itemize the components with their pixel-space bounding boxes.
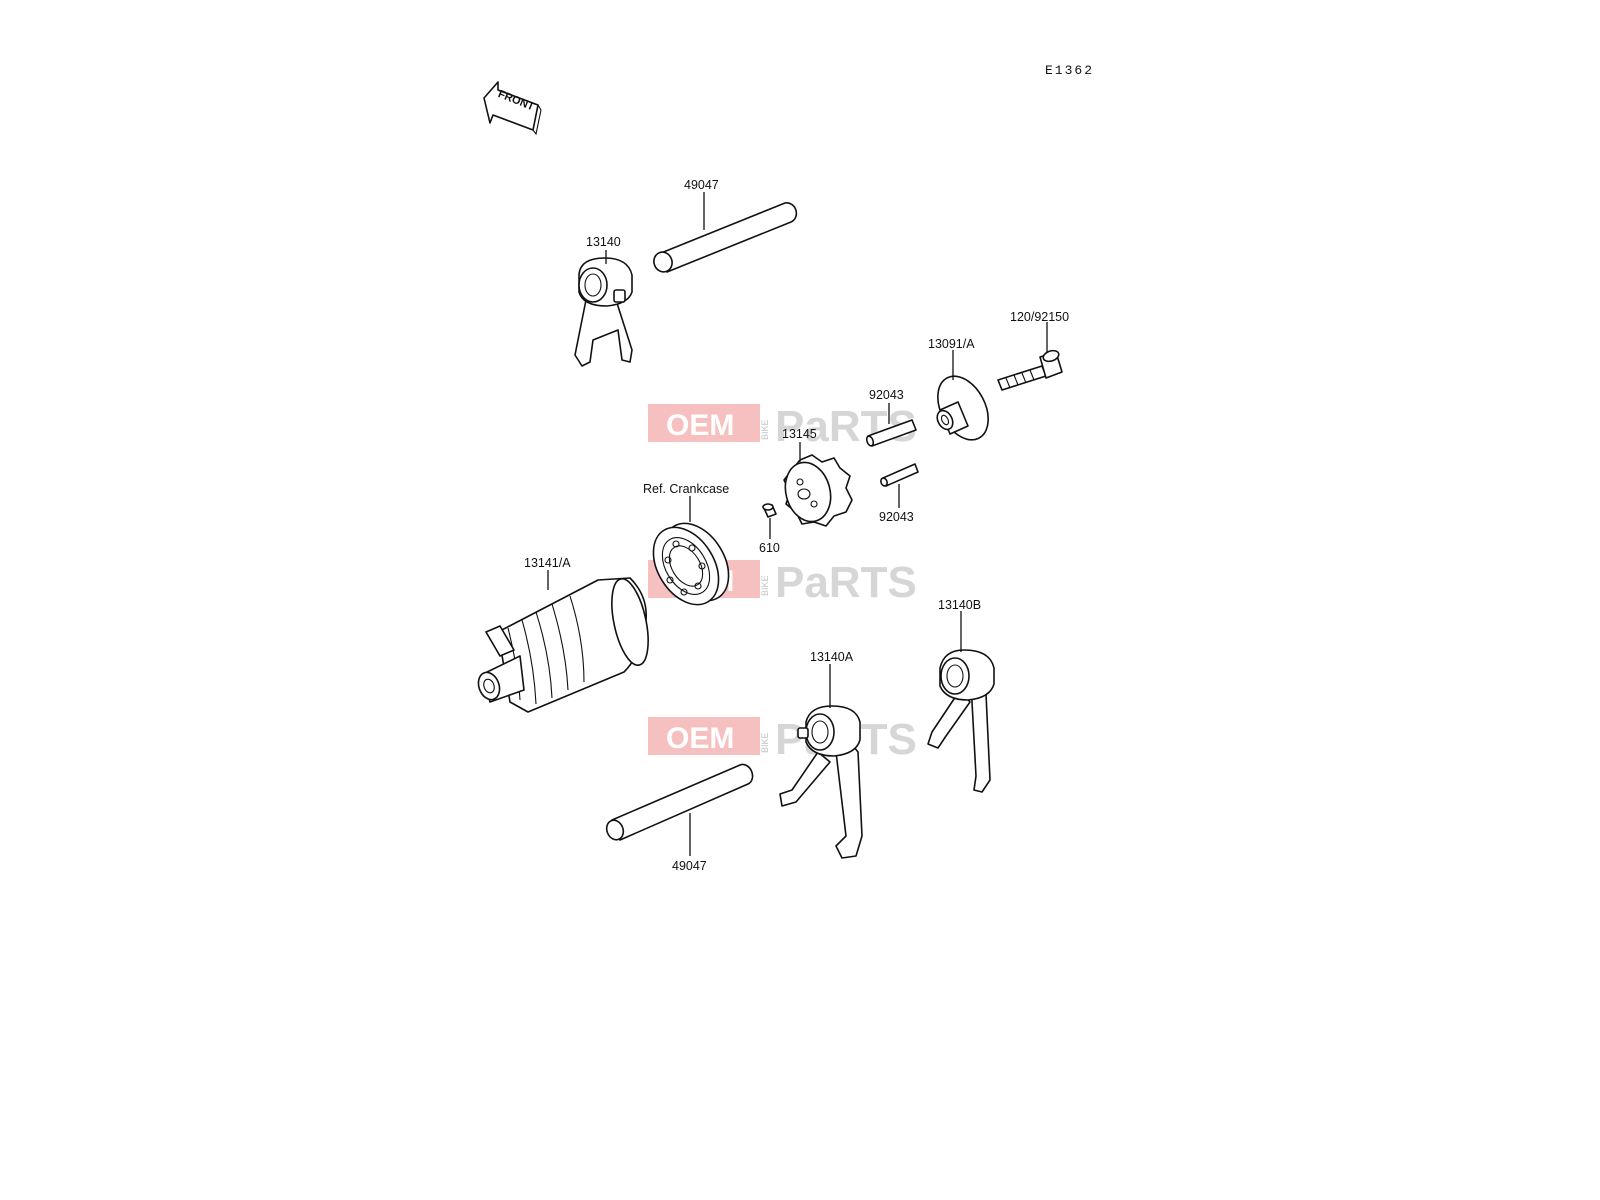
label-pin-lower[interactable]: 92043 (879, 510, 914, 524)
plate-holder: 13091/A (928, 337, 989, 441)
label-bolt[interactable]: 120/92150 (1010, 310, 1069, 324)
shift-fork-a: 13140A (779, 650, 863, 859)
watermark-oem: OEM (666, 409, 734, 442)
label-dowel[interactable]: 610 (759, 541, 780, 555)
pin-upper: 92043 (865, 388, 917, 447)
shift-rod-bottom: 49047 (605, 763, 754, 873)
label-cam[interactable]: 13145 (782, 427, 817, 441)
watermark-3: OEM BIKE PaRTS (648, 715, 917, 764)
shift-drum-cam: 13145 (782, 427, 853, 527)
bearing: Ref. Crankcase (643, 482, 730, 606)
watermark-bike: BIKE (760, 419, 770, 440)
label-fork-b[interactable]: 13140B (938, 598, 981, 612)
shift-rod-top: 49047 (653, 178, 798, 273)
shift-drum: 13141/A (477, 556, 649, 713)
label-shaft-top[interactable]: 49047 (684, 178, 719, 192)
label-pin-upper[interactable]: 92043 (869, 388, 904, 402)
label-shaft-bottom[interactable]: 49047 (672, 859, 707, 873)
label-fork-a[interactable]: 13140A (810, 650, 854, 664)
label-bearing[interactable]: Ref. Crankcase (643, 482, 729, 496)
front-arrow-icon: FRONT (483, 81, 542, 136)
bolt: 120/92150 (997, 310, 1069, 391)
watermark-parts: PaRTS (775, 558, 917, 607)
watermark-oem: OEM (666, 722, 734, 755)
pin-lower: 92043 (879, 463, 919, 524)
shift-fork-b: 13140B (927, 598, 995, 793)
label-drum[interactable]: 13141/A (524, 556, 571, 570)
watermark-bike: BIKE (760, 575, 770, 596)
shift-fork-top: 13140 (574, 235, 633, 367)
dowel-pin: 610 (759, 503, 780, 555)
watermark-bike: BIKE (760, 732, 770, 753)
diagram-code: E1362 (1045, 63, 1094, 78)
label-fork-top[interactable]: 13140 (586, 235, 621, 249)
label-holder[interactable]: 13091/A (928, 337, 975, 351)
